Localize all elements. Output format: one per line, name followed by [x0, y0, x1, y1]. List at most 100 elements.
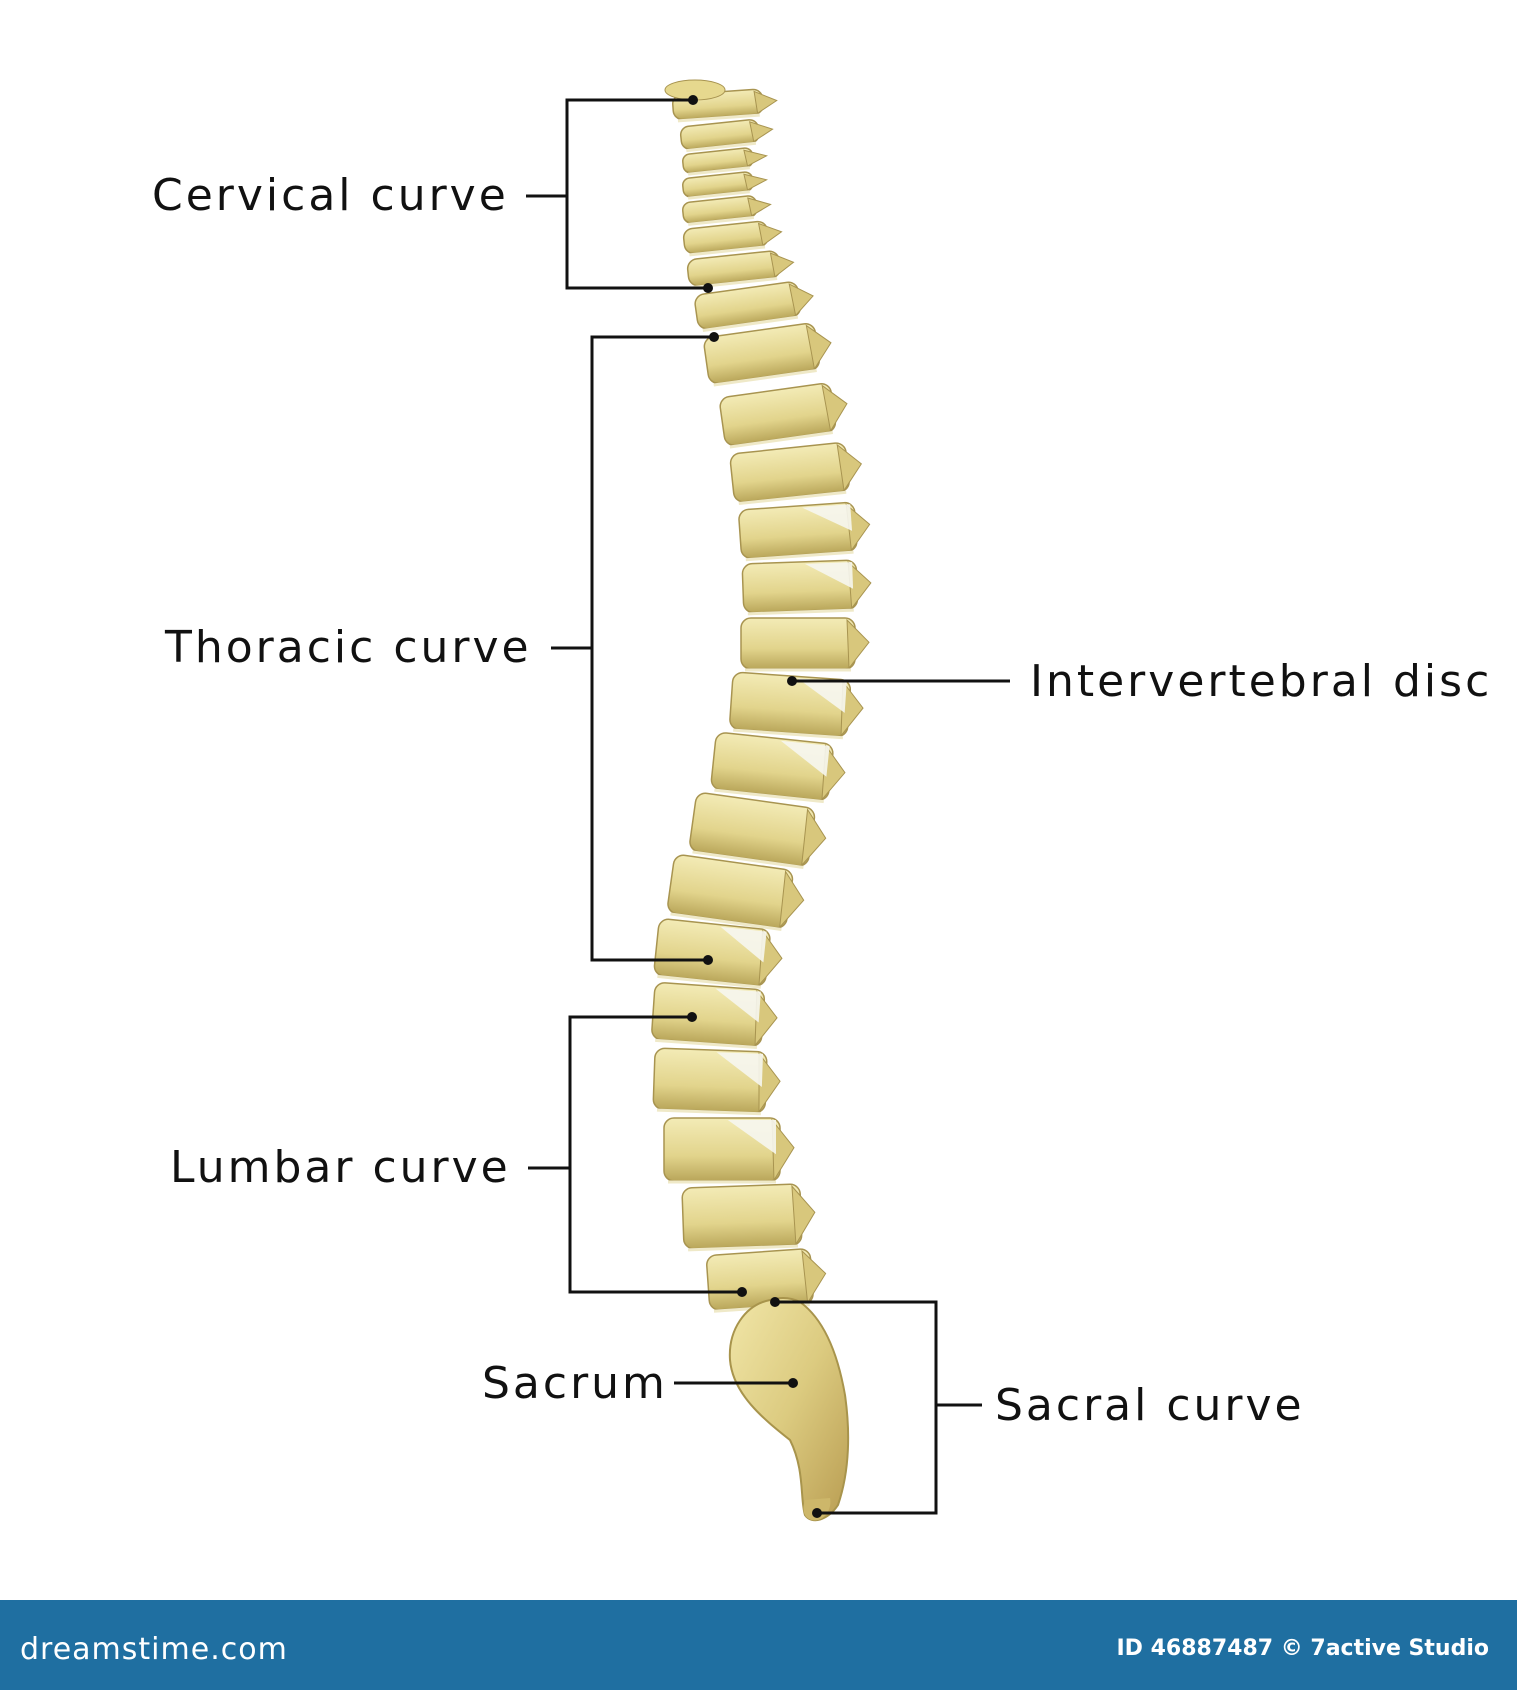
vertebra-process [801, 808, 827, 867]
dot-disc [787, 676, 797, 686]
disc-gap [670, 912, 782, 931]
disc-gap [687, 190, 750, 200]
cervical-bracket [565, 98, 708, 290]
disc-gap [688, 216, 755, 226]
label-sacral-curve: Sacral curve [995, 1380, 1305, 1431]
dot-lumbar-bottom [737, 1287, 747, 1297]
vertebra-process [753, 90, 778, 115]
disc-gap [747, 608, 854, 616]
vertebra-process [836, 443, 863, 492]
disc-gap [657, 974, 761, 989]
disc-gap [729, 431, 834, 449]
vertebra [703, 322, 832, 387]
footer-image-credit: ID 46887487 © 7active Studio [1116, 1636, 1490, 1661]
vertebra-body [703, 322, 820, 385]
vertebra-process [749, 121, 774, 143]
dot-thoracic-top [709, 332, 719, 342]
vertebra-body [719, 383, 837, 447]
vertebra-body [740, 617, 856, 670]
disc-gap [702, 315, 799, 333]
vertebra-process [769, 252, 795, 278]
vertebra-body [681, 1183, 803, 1250]
disc-gap [656, 1108, 761, 1116]
footer-bar: dreamstime.com ID 46887487 © 7active Stu… [0, 1600, 1517, 1690]
vertebra-process [788, 283, 814, 317]
dot-cervical-top [688, 95, 698, 105]
vertebra [729, 442, 863, 506]
intervertebral-disc-shape [727, 1120, 776, 1155]
vertebra [653, 918, 783, 989]
label-intervertebral-disc: Intervertebral disc [1030, 656, 1493, 707]
vertebra-body [686, 250, 781, 287]
vertebra-body [667, 854, 794, 929]
disc-gap [688, 1244, 799, 1252]
dot-sacral-bottom [812, 1508, 822, 1518]
sacrum-bone [728, 1296, 850, 1522]
vertebra-process [801, 1249, 827, 1305]
disc-gap [713, 369, 817, 387]
disc-gap [689, 245, 766, 257]
disc-gap [686, 141, 757, 153]
vertebra-process [791, 1184, 816, 1246]
vertebra-process [846, 618, 870, 670]
sacrum-shape [728, 1296, 850, 1522]
label-lumbar-curve: Lumbar curve [170, 1142, 511, 1193]
vertebra [694, 281, 814, 333]
intervertebral-disc-shape [720, 926, 767, 963]
vertebra [681, 1183, 816, 1252]
disc-gap [692, 850, 804, 869]
vertebra [741, 559, 872, 616]
disc-gap [655, 1038, 758, 1049]
vertebra [667, 854, 805, 931]
intervertebral-disc-shape [780, 740, 830, 777]
label-sacrum: Sacrum [482, 1358, 668, 1409]
intervertebral-disc-shape [716, 1052, 764, 1088]
vertebra [682, 171, 769, 200]
vertebra [651, 982, 778, 1049]
vertebra-process [743, 173, 769, 191]
sacral-bracket [775, 1300, 938, 1515]
vertebra [682, 147, 769, 176]
vertebra-process [747, 197, 772, 217]
intervertebral-disc-shape [804, 562, 854, 589]
vertebra [719, 383, 848, 449]
vertebra-process [757, 222, 783, 247]
leader-dots [687, 95, 822, 1518]
disc-gap [677, 113, 760, 123]
vertebra-process [805, 324, 832, 371]
disc-gap [687, 166, 750, 176]
vertebra [729, 671, 864, 740]
vertebral-column [651, 79, 872, 1313]
vertebra [652, 1047, 781, 1116]
dot-sacrum [788, 1378, 798, 1388]
vertebra-body [689, 792, 816, 867]
dot-thoracic-bottom [703, 955, 713, 965]
dot-sacral-top [770, 1297, 780, 1307]
label-thoracic-curve: Thoracic curve [165, 622, 532, 673]
intervertebral-disc-shape [797, 678, 847, 713]
intervertebral-disc-shape [802, 504, 853, 531]
disc-gap [745, 550, 854, 562]
disc-gap [733, 728, 844, 740]
vertebra [689, 792, 827, 869]
vertebra [682, 220, 783, 257]
dot-lumbar-top [687, 1012, 697, 1022]
vertebra [663, 1117, 795, 1184]
lumbar-bracket [568, 1015, 742, 1294]
vertebra-process [743, 149, 769, 167]
disc-gap [714, 788, 824, 804]
dot-cervical-bottom [703, 283, 713, 293]
disc-gap [738, 490, 847, 506]
vertebra-process [821, 384, 848, 433]
vertebra [738, 501, 871, 562]
intervertebral-disc-shape [715, 988, 761, 1023]
leader-lines [526, 98, 1010, 1515]
vertebra [679, 119, 774, 153]
footer-site-logo[interactable]: dreamstime.com [20, 1632, 288, 1667]
vertebra [740, 617, 870, 672]
vertebra [710, 732, 846, 804]
label-cervical-curve: Cervical curve [152, 170, 509, 221]
vertebra [681, 195, 772, 226]
vertebra-process [779, 870, 805, 929]
